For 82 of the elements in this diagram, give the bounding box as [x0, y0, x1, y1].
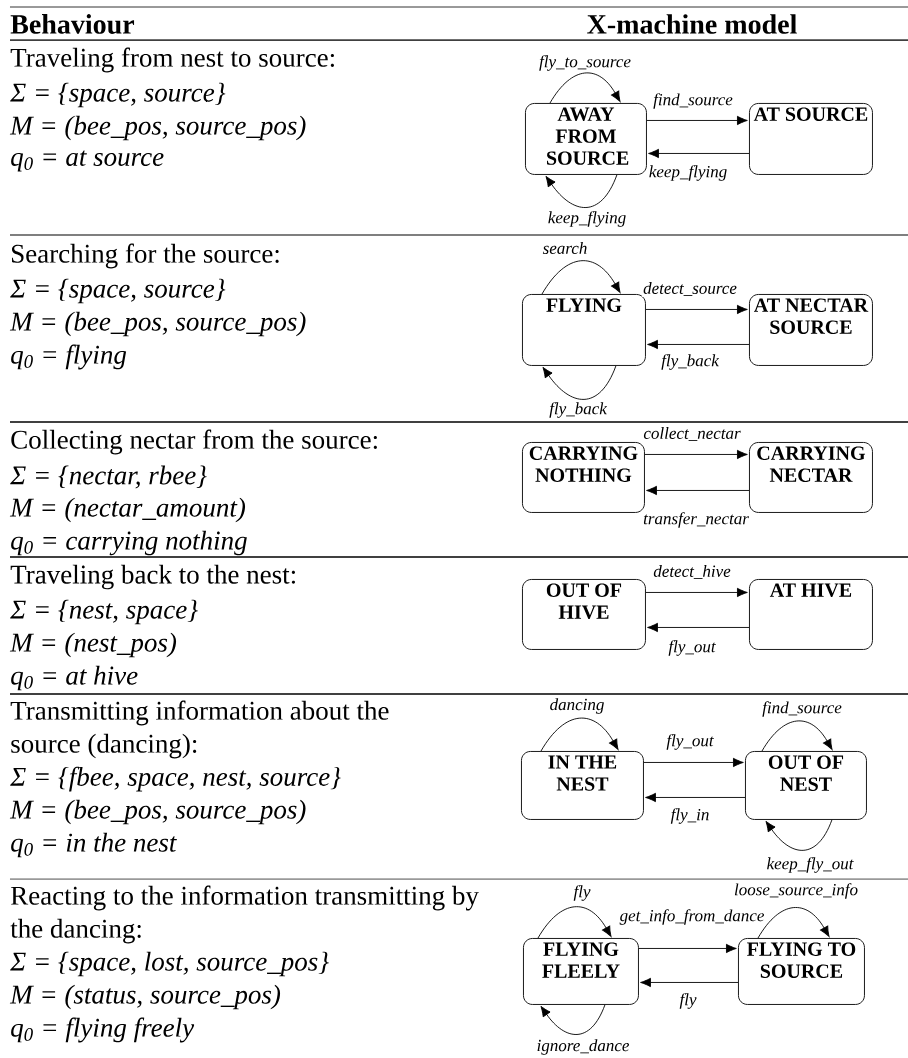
- formula-line: Σ = {space, source}: [10, 82, 226, 108]
- edge-label: find_source: [652, 92, 734, 110]
- arrow: [646, 115, 748, 126]
- arrow: [761, 720, 833, 752]
- edge-label: search: [541, 241, 589, 255]
- column-heading: Behaviour: [10, 14, 135, 34]
- formula-line: M = (bee_pos, source_pos): [9, 799, 306, 825]
- edge-label: dancing: [548, 697, 606, 715]
- edge-label: collect_nectar: [642, 426, 742, 442]
- behaviour-title: Reacting to the information transmitting by the dancing:: [10, 885, 479, 944]
- behaviour-title: Collecting nectar from the source:: [11, 429, 377, 455]
- edge-label: fly: [678, 992, 698, 1010]
- arrow: [765, 819, 833, 851]
- arrow: [757, 907, 830, 939]
- state-box: FLYING TO SOURCE: [738, 938, 865, 1005]
- arrow: [647, 622, 750, 633]
- arrow: [647, 339, 750, 350]
- edge-label: fly_out: [667, 639, 717, 657]
- formula-line: q$_{0}$ = flying: [11, 344, 127, 370]
- edge-label: fly_in: [669, 807, 711, 825]
- formula-line: Σ = {nectar, rbee}: [10, 465, 207, 489]
- state-box: OUT OF HIVE: [522, 579, 646, 650]
- edge-label: fly: [572, 884, 592, 902]
- arrow: [540, 1004, 606, 1035]
- arrow: [643, 757, 744, 768]
- behaviour-title: Traveling back to the nest:: [10, 564, 295, 590]
- state-box: FLYING FLEELY: [523, 938, 639, 1005]
- edge-label: fly_back: [660, 353, 720, 371]
- state-box: OUT OF NEST: [745, 751, 867, 820]
- arrow: [542, 365, 617, 400]
- arrow: [541, 260, 621, 295]
- formula-line: q$_{0}$ = flying freely: [11, 1017, 195, 1043]
- arrow: [644, 449, 748, 460]
- edge-label: fly_out: [665, 733, 715, 751]
- formula-line: q$_{0}$ = at hive: [11, 665, 138, 691]
- state-box: FLYING: [522, 294, 646, 366]
- formula-line: Σ = {space, source}: [10, 278, 226, 304]
- behaviour-title: Searching for the source:: [12, 243, 279, 269]
- arrow: [545, 174, 618, 208]
- arrow: [540, 717, 619, 752]
- state-box: CARRYING NECTAR: [749, 442, 873, 513]
- formula-line: M = (bee_pos, source_pos): [9, 311, 306, 337]
- arrow: [549, 72, 621, 104]
- state-box: AT NECTAR SOURCE: [749, 294, 873, 366]
- arrow: [645, 304, 748, 315]
- arrow: [646, 485, 750, 496]
- edge-label: loose_source_info: [733, 882, 859, 900]
- edge-label: fly_to_source: [538, 54, 632, 72]
- formula-line: M = (bee_pos, source_pos): [9, 115, 306, 141]
- formula-line: M = (status, source_pos): [9, 984, 281, 1010]
- formula-line: q$_{0}$ = carrying nothing: [11, 530, 247, 556]
- formula-line: q$_{0}$ = in the nest: [11, 832, 177, 858]
- arrow: [640, 977, 739, 988]
- state-box: AWAY FROM SOURCE: [525, 103, 647, 175]
- formula-line: Σ = {nest, space}: [10, 599, 198, 625]
- formula-line: Σ = {space, lost, source_pos}: [10, 951, 329, 977]
- formula-line: M = (nectar_amount): [9, 497, 246, 523]
- edge-label: fly_back: [548, 401, 608, 419]
- edge-label: ignore_dance: [535, 1038, 631, 1056]
- edge-label: keep_flying: [546, 210, 628, 228]
- column-heading: X-machine model: [587, 14, 797, 34]
- formula-line: M = (nest_pos): [9, 632, 177, 658]
- edge-label: keep_fly_out: [765, 856, 855, 874]
- state-box: CARRYING NOTHING: [522, 442, 645, 513]
- formula-line: q$_{0}$ = at source: [11, 150, 164, 172]
- edge-label: detect_hive: [652, 564, 732, 580]
- state-box: AT HIVE: [749, 579, 873, 650]
- behaviour-title: Traveling from nest to source:: [10, 47, 334, 73]
- arrow: [645, 587, 748, 598]
- arrow: [537, 906, 612, 939]
- edge-label: get_info_from_dance: [618, 908, 766, 926]
- edge-label: detect_source: [642, 281, 738, 297]
- arrow: [645, 792, 746, 803]
- formula-line: Σ = {fbee, space, nest, source}: [10, 766, 341, 792]
- state-box: AT SOURCE: [749, 103, 873, 175]
- edge-label: find_source: [761, 700, 843, 718]
- edge-label: keep_flying: [647, 164, 729, 182]
- state-box: IN THE NEST: [521, 751, 644, 820]
- behaviour-title: Transmitting information about the source (dancing):: [10, 700, 389, 759]
- arrow: [638, 943, 737, 954]
- edge-label: transfer_nectar: [642, 511, 750, 529]
- arrow: [648, 148, 750, 159]
